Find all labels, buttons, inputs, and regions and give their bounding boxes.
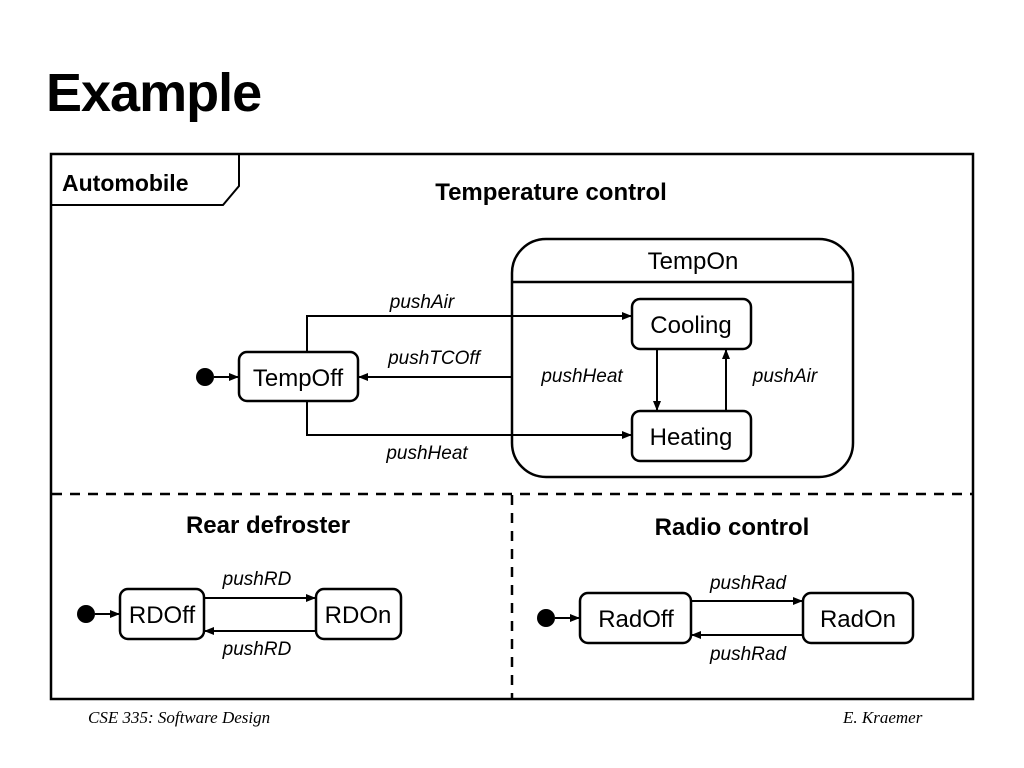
slide-title: Example — [46, 63, 262, 123]
rear-defroster-heading: Rear defroster — [186, 512, 350, 539]
event-pushair-tempoff: pushAir — [389, 292, 455, 313]
event-pushrd-off: pushRD — [222, 639, 292, 660]
state-cooling — [630, 297, 753, 351]
event-pushheat-cooling: pushHeat — [540, 366, 623, 387]
rdon-label: RDOn — [325, 602, 392, 629]
defroster-initial-state — [77, 605, 95, 623]
radio-heading: Radio control — [655, 514, 810, 541]
event-pushheat-tempoff: pushHeat — [385, 443, 468, 464]
tempon-label: TempOn — [648, 248, 739, 275]
state-rdon — [314, 587, 403, 641]
state-heating — [630, 409, 753, 463]
radon-label: RadOn — [820, 606, 896, 633]
frame-label: Automobile — [62, 170, 189, 196]
rdoff-label: RDOff — [129, 602, 196, 629]
state-tempon — [510, 237, 855, 479]
event-pushair-heating: pushAir — [752, 366, 818, 387]
radoff-label: RadOff — [598, 606, 674, 633]
state-rdoff — [118, 587, 206, 641]
event-pushrd-on: pushRD — [222, 569, 292, 590]
tempoff-label: TempOff — [253, 365, 344, 392]
transition-tempoff-cooling — [306, 312, 632, 352]
cooling-label: Cooling — [650, 312, 731, 339]
automobile-frame — [49, 152, 975, 701]
footer-author: E. Kraemer — [843, 708, 923, 727]
heating-label: Heating — [650, 424, 733, 451]
state-radoff — [578, 591, 693, 645]
frame-label-tab — [51, 153, 240, 206]
state-radon — [801, 591, 915, 645]
temperature-heading: Temperature control — [435, 179, 667, 206]
radio-initial-state — [537, 609, 555, 627]
footer-course: CSE 335: Software Design — [88, 708, 271, 727]
event-pushrad-on: pushRad — [709, 573, 787, 594]
temperature-initial-state — [196, 368, 214, 386]
event-pushrad-off: pushRad — [709, 644, 787, 665]
event-pushtcoff: pushTCOff — [387, 348, 482, 369]
transition-tempoff-heating — [306, 401, 632, 439]
